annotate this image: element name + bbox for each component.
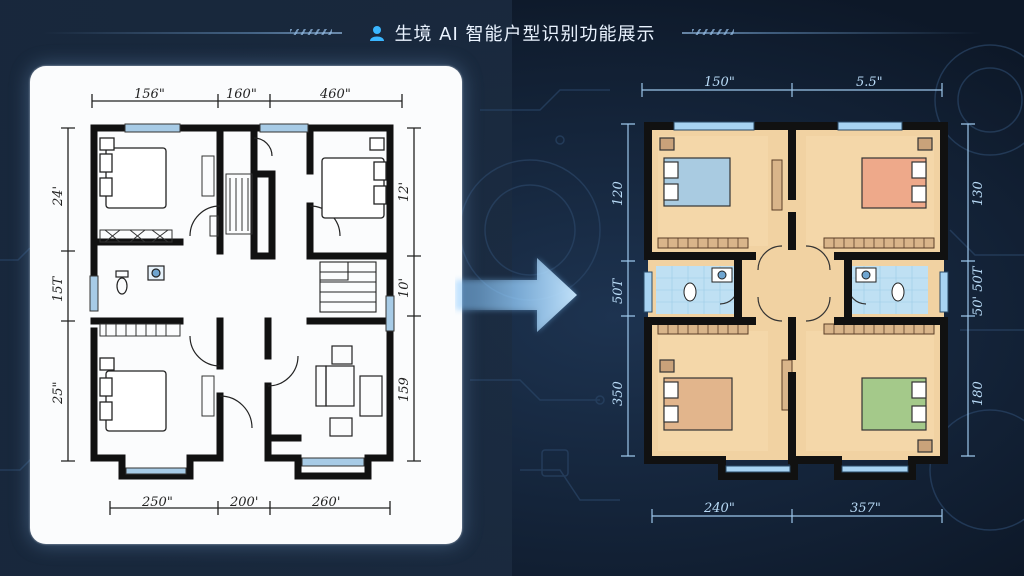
header-bar: 生境 AI 智能户型识别功能展示 <box>0 16 1024 50</box>
sketch-dim-left-3: 25" <box>51 381 66 405</box>
sketch-dim-top-1: 156" <box>134 87 165 102</box>
sketch-dim-right-3: 159 <box>397 377 412 402</box>
sketch-dim-top-2: 160" <box>226 87 257 102</box>
color-floor-plan: 150" 5.5" 240" 357" 120 50T 350 130 50' … <box>612 75 986 523</box>
right-arrow-icon <box>455 258 577 332</box>
sketch-dim-bottom-3: 260' <box>311 495 340 510</box>
recognized-plan: 150" 5.5" 240" 357" 120 50T 350 130 50' … <box>612 66 992 544</box>
plan-dim-bottom-2: 357" <box>850 501 881 516</box>
sketch-plan-panel: 156" 160" 460" 250" 200' 260' 24' 15T 25… <box>30 66 462 544</box>
header-decoration-right <box>681 29 982 35</box>
sketch-dim-left-2: 15T <box>51 275 66 302</box>
sketch-floor-plan: 156" 160" 460" 250" 200' 260' 24' 15T 25… <box>51 87 421 515</box>
sketch-dim-bottom-1: 250" <box>141 495 173 510</box>
plan-dim-left-3: 350 <box>612 381 626 406</box>
sketch-dim-top-3: 460" <box>319 87 351 102</box>
user-avatar-icon <box>370 26 385 41</box>
header-title-group: 生境 AI 智能户型识别功能展示 <box>368 20 655 46</box>
plan-dim-right-1: 130 <box>971 181 986 206</box>
plan-dim-bottom-1: 240" <box>703 501 735 516</box>
plan-dim-left-2: 50T <box>612 277 626 304</box>
sketch-dim-right-1: 12' <box>397 182 412 202</box>
sketch-dim-left-1: 24' <box>51 186 66 207</box>
plan-dim-right-3: 180 <box>971 381 986 406</box>
header-decoration-left <box>42 29 343 35</box>
plan-dim-left-1: 120 <box>612 181 626 206</box>
plan-dim-top-1: 150" <box>704 75 735 90</box>
sketch-dim-right-2: 10' <box>397 278 412 298</box>
plan-dim-top-2: 5.5" <box>856 75 883 90</box>
plan-dim-right-2: 50' 50T <box>971 265 986 316</box>
sketch-dim-bottom-2: 200' <box>229 495 258 510</box>
page-title: 生境 AI 智能户型识别功能展示 <box>394 24 656 45</box>
